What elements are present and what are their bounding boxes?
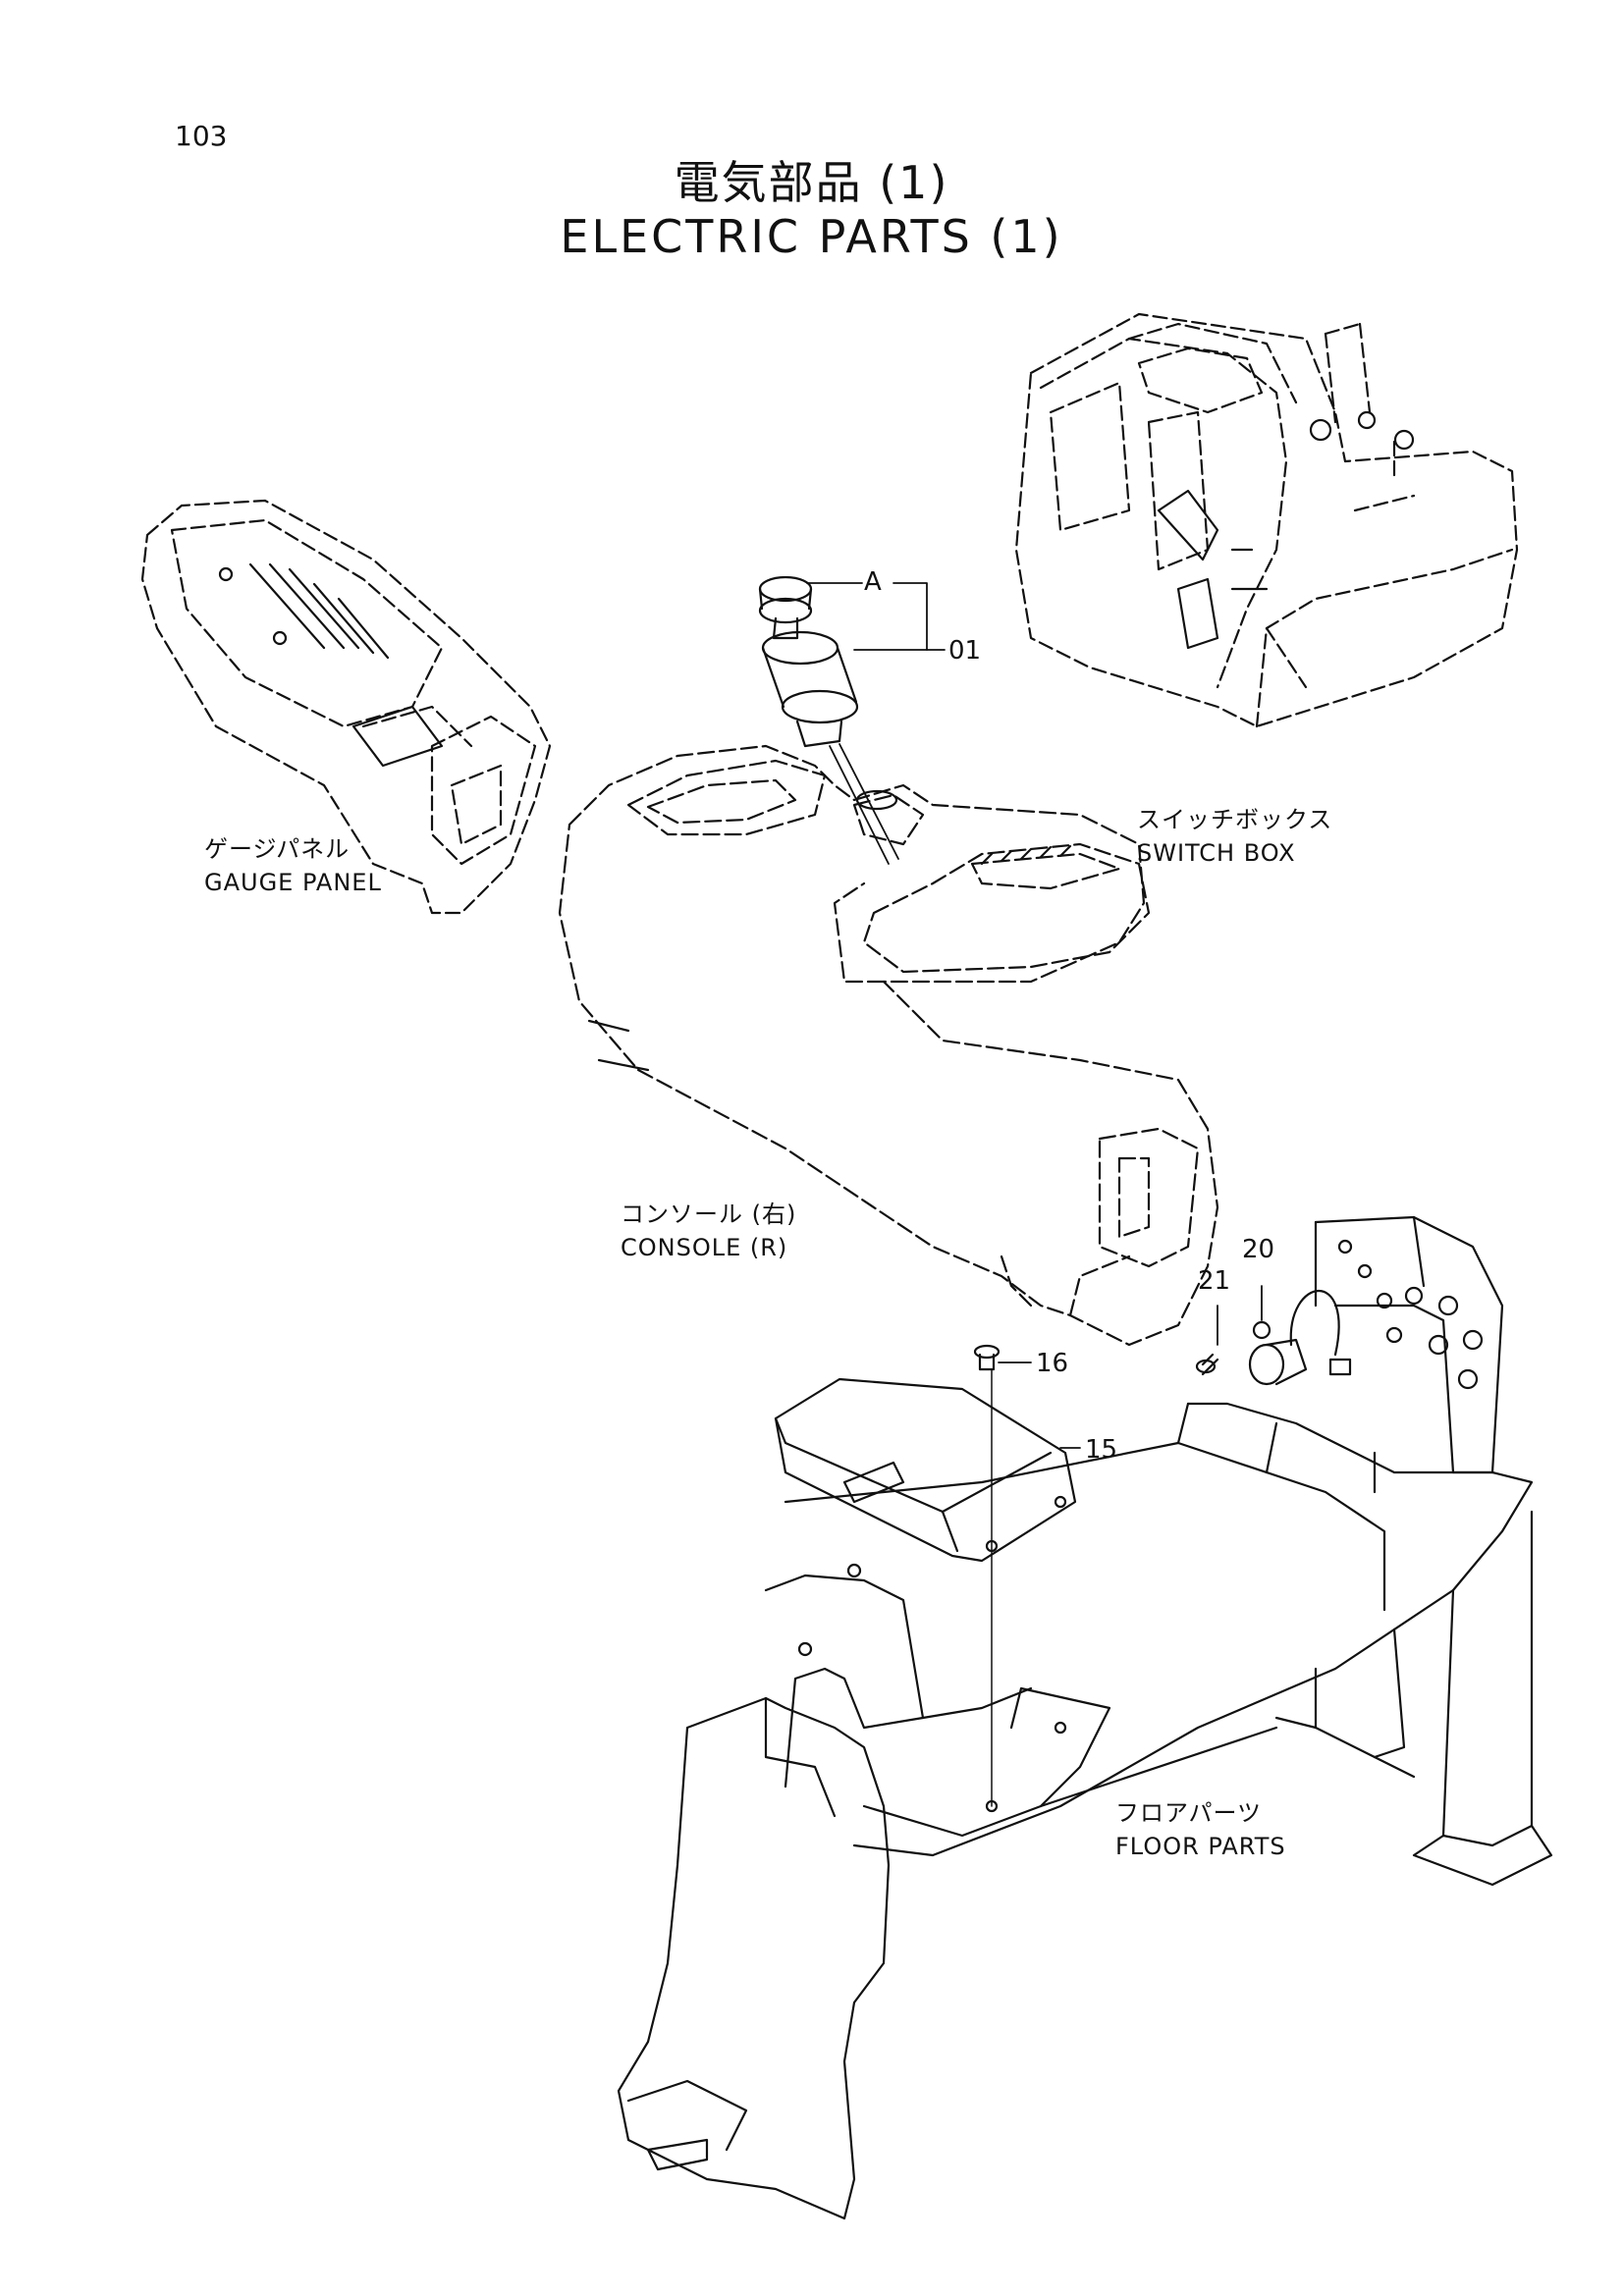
callout-leaders (806, 582, 1263, 1449)
machine-overview-illustration (1014, 312, 1519, 728)
callout-20: 20 (1242, 1235, 1275, 1264)
console-label-jp: コンソール (右) (621, 1201, 797, 1228)
page-title-en: ELECTRIC PARTS (1) (560, 210, 1063, 263)
page-number: 103 (175, 120, 228, 152)
callout-21: 21 (1198, 1266, 1231, 1296)
gauge-panel-label-en: GAUGE PANEL (204, 869, 382, 896)
switch-box-illustration (862, 842, 1151, 974)
floor-parts-label-jp: フロアパーツ (1115, 1799, 1263, 1827)
console-details (587, 789, 1072, 1072)
callout-15: 15 (1085, 1435, 1118, 1465)
machine-overview-details (1157, 410, 1415, 650)
gauge-panel-label-jp: ゲージパネル (204, 835, 351, 863)
bolt-16-illustration (973, 1344, 1001, 1813)
controller-box-illustration (774, 1377, 1077, 1563)
switch-box-label-en: SWITCH BOX (1137, 839, 1296, 867)
floor-frame-illustration (617, 1215, 1553, 2220)
gauge-panel-hatching (218, 562, 444, 768)
callout-a: A (864, 567, 882, 597)
callout-16: 16 (1036, 1349, 1069, 1378)
switch-box-label-jp: スイッチボックス (1137, 806, 1333, 833)
key-switch-illustration (758, 575, 899, 865)
console-right-illustration (558, 744, 1219, 1347)
callout-01: 01 (948, 636, 982, 666)
page-title-jp: 電気部品 (1) (674, 156, 949, 209)
floor-frame-holes (797, 1239, 1484, 1735)
floor-parts-label-en: FLOOR PARTS (1115, 1833, 1286, 1860)
horn-illustration (1195, 1289, 1352, 1386)
console-label-en: CONSOLE (R) (621, 1234, 788, 1261)
